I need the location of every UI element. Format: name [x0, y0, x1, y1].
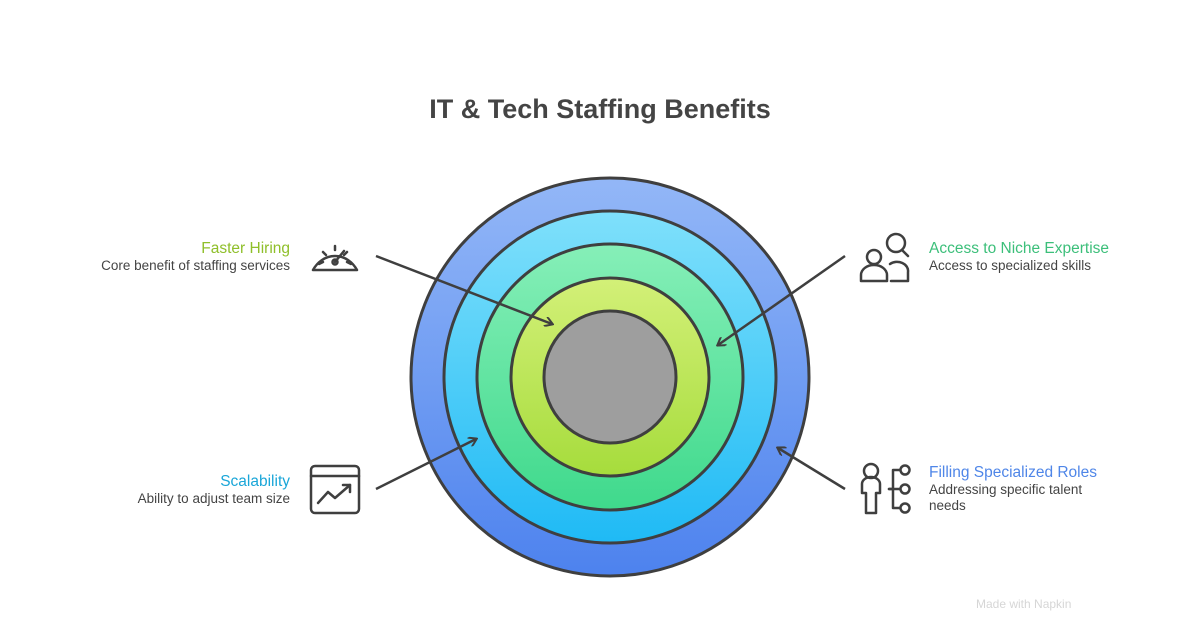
benefit-faster-hiring: Faster Hiring Core benefit of staffing s… — [101, 239, 290, 274]
benefit-scalability: Scalability Ability to adjust team size — [138, 472, 290, 507]
arrow-specialized-roles — [778, 448, 846, 491]
people-search-icon — [859, 232, 910, 283]
person-network-icon — [860, 462, 911, 515]
arrow-niche-expertise — [718, 254, 846, 345]
faster-hiring-title: Faster Hiring — [201, 240, 290, 257]
niche-expertise-desc: Access to specialized skills — [929, 258, 1092, 273]
faster-hiring-desc: Core benefit of staffing services — [101, 258, 290, 273]
page-title: IT & Tech Staffing Benefits — [429, 94, 771, 124]
watermark: Made with Napkin — [976, 597, 1072, 611]
specialized-roles-desc-line2: needs — [929, 498, 966, 513]
specialized-roles-title: Filling Specialized Roles — [929, 464, 1097, 481]
ring-core — [542, 309, 678, 445]
chart-trending-up-icon — [309, 464, 361, 515]
specialized-roles-desc-line1: Addressing specific talent — [929, 482, 1083, 497]
scalability-desc: Ability to adjust team size — [137, 491, 290, 506]
speedometer-icon — [311, 244, 359, 272]
benefit-specialized-roles: Filling Specialized Roles Addressing spe… — [929, 463, 1097, 514]
benefit-niche-expertise: Access to Niche Expertise Access to spec… — [929, 239, 1109, 274]
niche-expertise-title: Access to Niche Expertise — [929, 240, 1110, 257]
arrow-scalability — [375, 439, 476, 491]
arrow-faster-hiring — [375, 254, 552, 324]
scalability-title: Scalability — [220, 473, 290, 490]
